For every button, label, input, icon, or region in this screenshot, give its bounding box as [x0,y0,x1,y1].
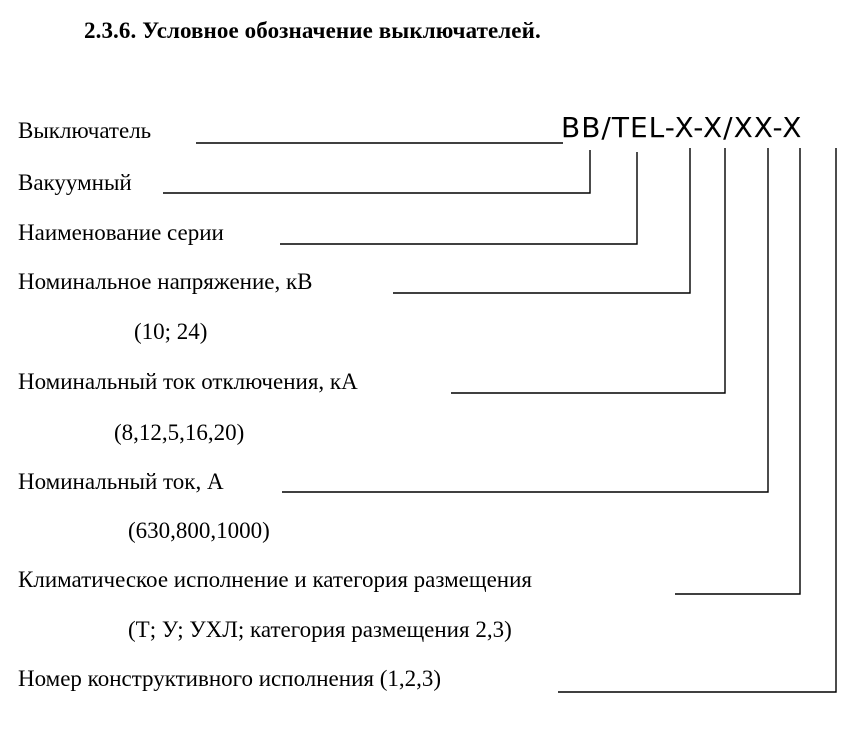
section-heading: 2.3.6. Условное обозначение выключателей… [84,18,541,43]
label-climatic-version: Климатическое исполнение и категория раз… [18,567,532,592]
leader-line-voltage [393,148,691,294]
leader-line-breaking-current [451,148,726,394]
label-rated-current: Номинальный ток, А [18,469,224,494]
leader-line-series [280,152,638,245]
label-breaking-current: Номинальный ток отключения, кА [18,369,358,394]
designation-code: ВВ/TEL-X-X/XX-X [561,111,803,144]
label-switch: Выключатель [18,118,152,143]
label-design-number: Номер конструктивного исполнения (1,2,3) [18,666,442,691]
label-rated-voltage: Номинальное напряжение, кВ [18,269,313,294]
values-rated-current: (630,800,1000) [128,518,270,543]
label-series-name: Наименование серии [18,220,224,245]
label-vacuum: Вакуумный [18,170,132,195]
values-climatic-version: (Т; У; УХЛ; категория размещения 2,3) [128,617,512,642]
values-breaking-current: (8,12,5,16,20) [114,420,245,445]
values-rated-voltage: (10; 24) [134,319,208,344]
leader-line-climatic [675,148,801,595]
leader-line-vacuum [163,150,591,194]
leader-line-rated-current [282,148,769,493]
leader-line-design-number [558,148,837,693]
